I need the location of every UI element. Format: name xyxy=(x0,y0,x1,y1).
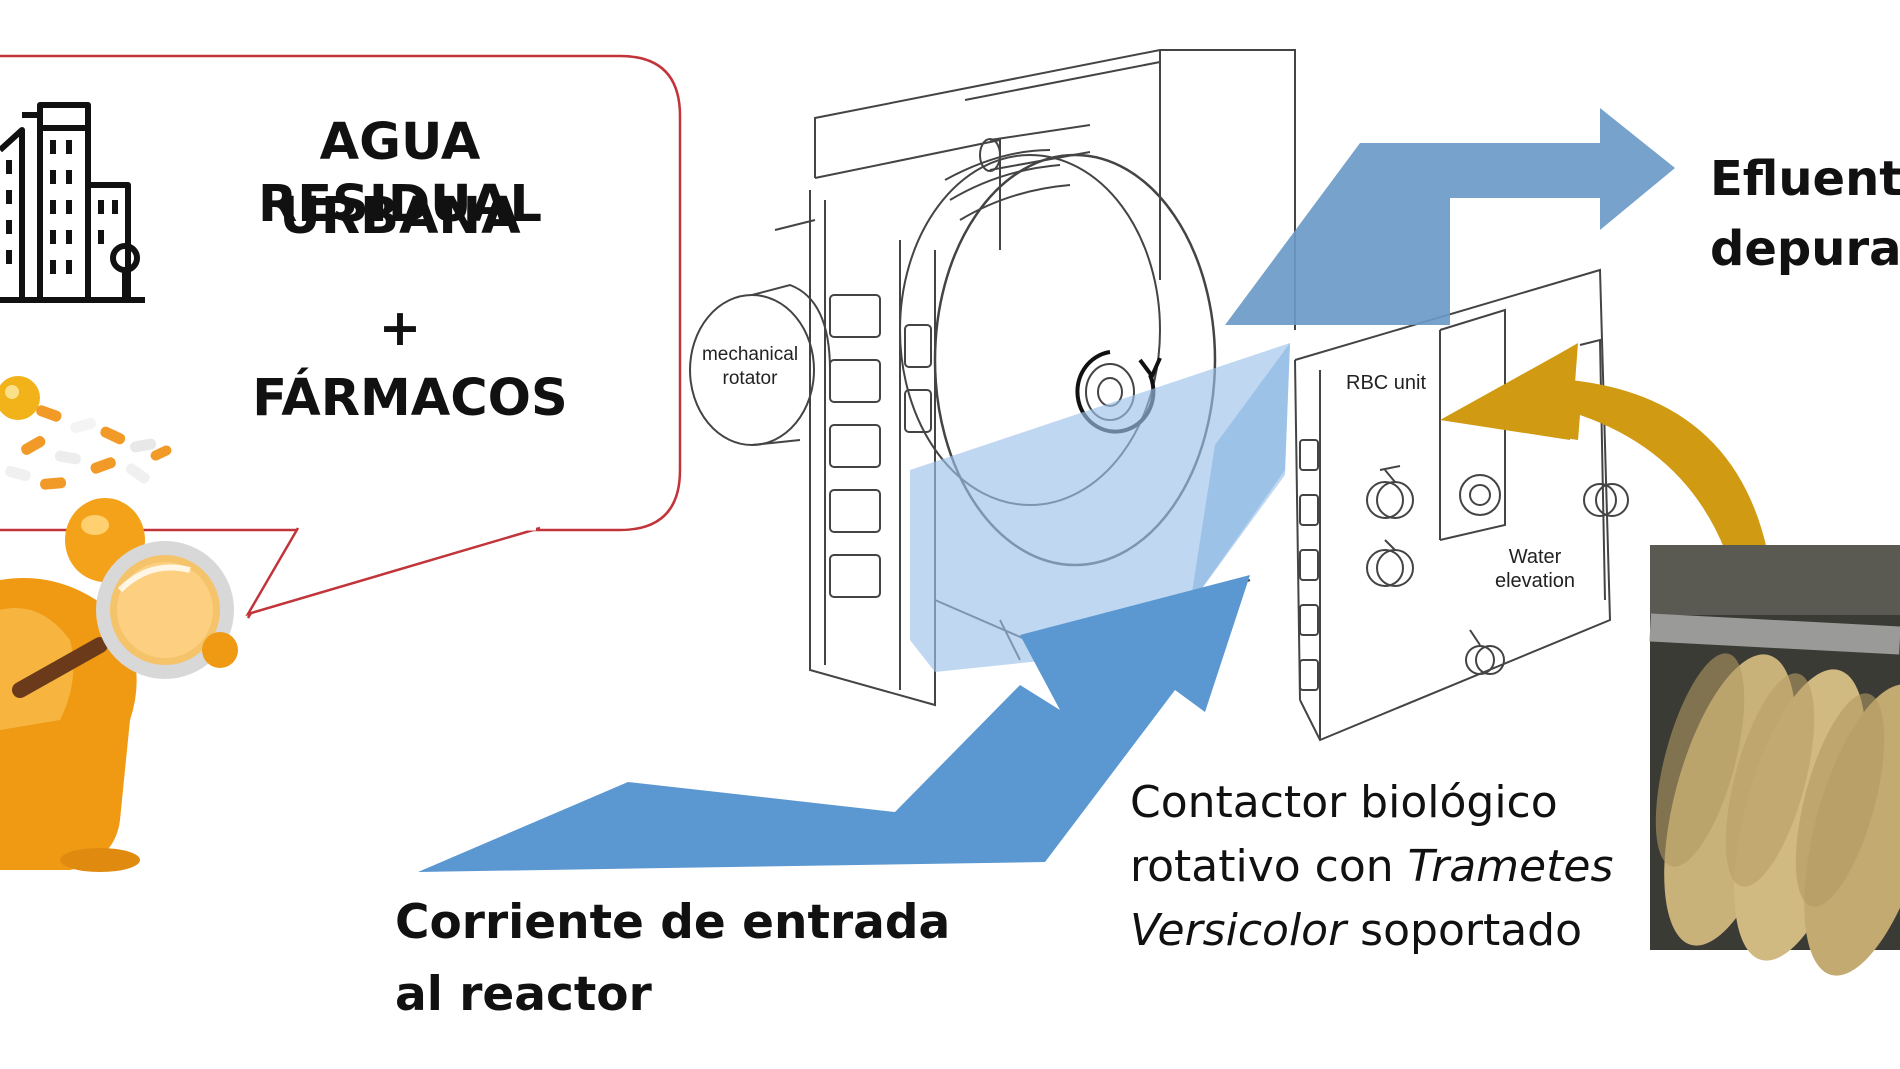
city-buildings-icon xyxy=(0,102,145,303)
mechanical-rotator-line2: rotator xyxy=(722,367,778,389)
callout-title-line2: URBANA xyxy=(279,187,521,246)
speech-bubble-tail xyxy=(245,526,541,617)
contactor-label-species-genus: Trametes xyxy=(1407,841,1614,892)
mechanical-rotator-label: mechanical rotator xyxy=(690,343,810,391)
callout-title-line3: FÁRMACOS xyxy=(252,369,568,428)
contactor-label-species-name: Versicolor xyxy=(1130,905,1347,956)
rbc-photo xyxy=(1649,545,1900,976)
contactor-label-line3-suffix: soportado xyxy=(1346,905,1583,956)
inlet-label-line2: al reactor xyxy=(395,967,652,1022)
contactor-label-line1: Contactor biológico xyxy=(1130,777,1558,828)
effluent-label-line1: Efluente xyxy=(1710,151,1900,207)
callout-plus: + xyxy=(378,299,422,358)
water-elevation-line2: elevation xyxy=(1494,570,1576,592)
contactor-label-line2-prefix: rotativo con xyxy=(1130,841,1408,892)
pills-icon xyxy=(0,376,172,490)
rbc-unit-label: RBC unit xyxy=(1346,372,1427,394)
inlet-arrow xyxy=(418,575,1250,872)
detective-figure-icon xyxy=(0,498,238,872)
water-elevation-label: Water elevation xyxy=(1480,545,1590,593)
callout-title-line1: AGUA RESIDUAL xyxy=(258,113,542,235)
contactor-label-line3: Versicolor soportado xyxy=(1130,900,1582,962)
effluent-label-line2: depurad xyxy=(1710,221,1900,277)
magnifying-glass-icon xyxy=(12,541,234,698)
inlet-label-line1: Corriente de entrada xyxy=(395,895,951,950)
speech-bubble xyxy=(0,54,682,619)
effluent-arrow xyxy=(1225,108,1675,325)
mechanical-rotator-line1: mechanical xyxy=(701,344,799,365)
water-elevation-line1: Water xyxy=(1508,546,1562,568)
contactor-label-line2: rotativo con Trametes xyxy=(1130,836,1613,898)
